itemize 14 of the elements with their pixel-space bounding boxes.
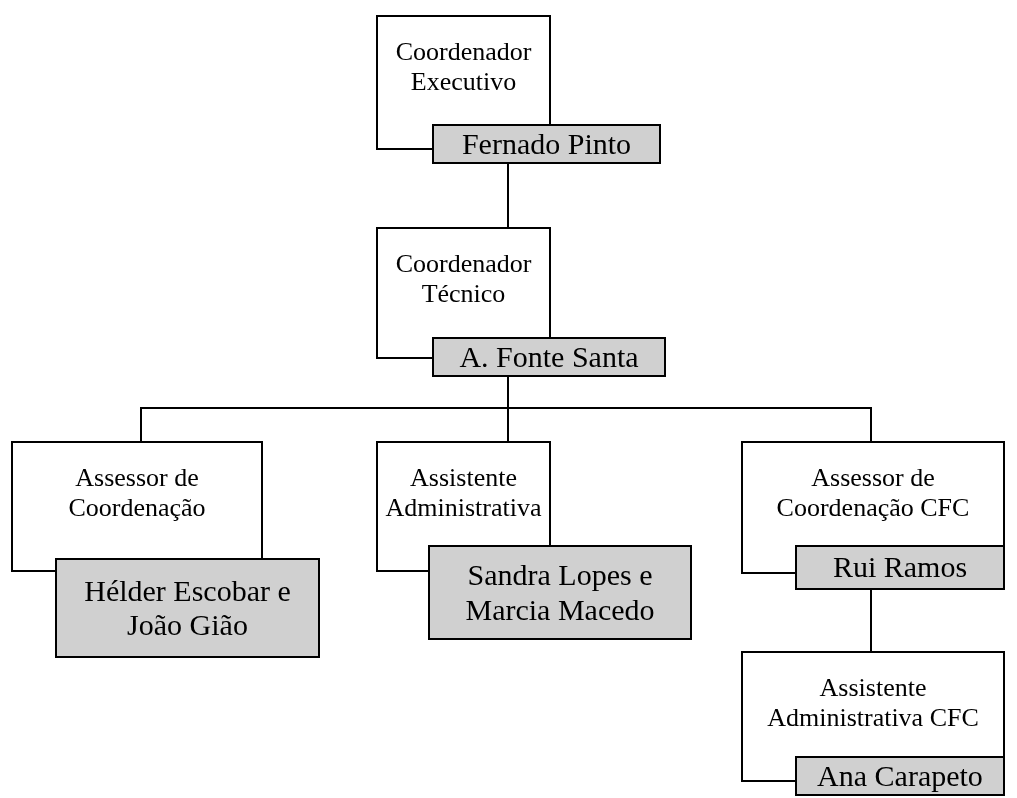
name-label: Rui Ramos <box>795 545 1005 590</box>
role-title: Coordenador Técnico <box>394 249 533 309</box>
name-label: A. Fonte Santa <box>432 337 666 377</box>
name-label: Fernado Pinto <box>432 124 661 164</box>
role-title: Assessor de Coordenação CFC <box>775 463 971 523</box>
name-label: Hélder Escobar e João Gião <box>55 558 320 658</box>
role-title: Coordenador Executivo <box>394 37 533 97</box>
connector-line <box>870 589 872 652</box>
role-title: Assessor de Coordenação <box>67 463 207 523</box>
connector-line <box>507 163 509 228</box>
name-label: Ana Carapeto <box>795 756 1005 796</box>
name-label: Sandra Lopes e Marcia Macedo <box>428 545 692 640</box>
role-title: Assistente Administrativa <box>384 463 543 523</box>
role-title: Assistente Administrativa CFC <box>766 673 980 733</box>
